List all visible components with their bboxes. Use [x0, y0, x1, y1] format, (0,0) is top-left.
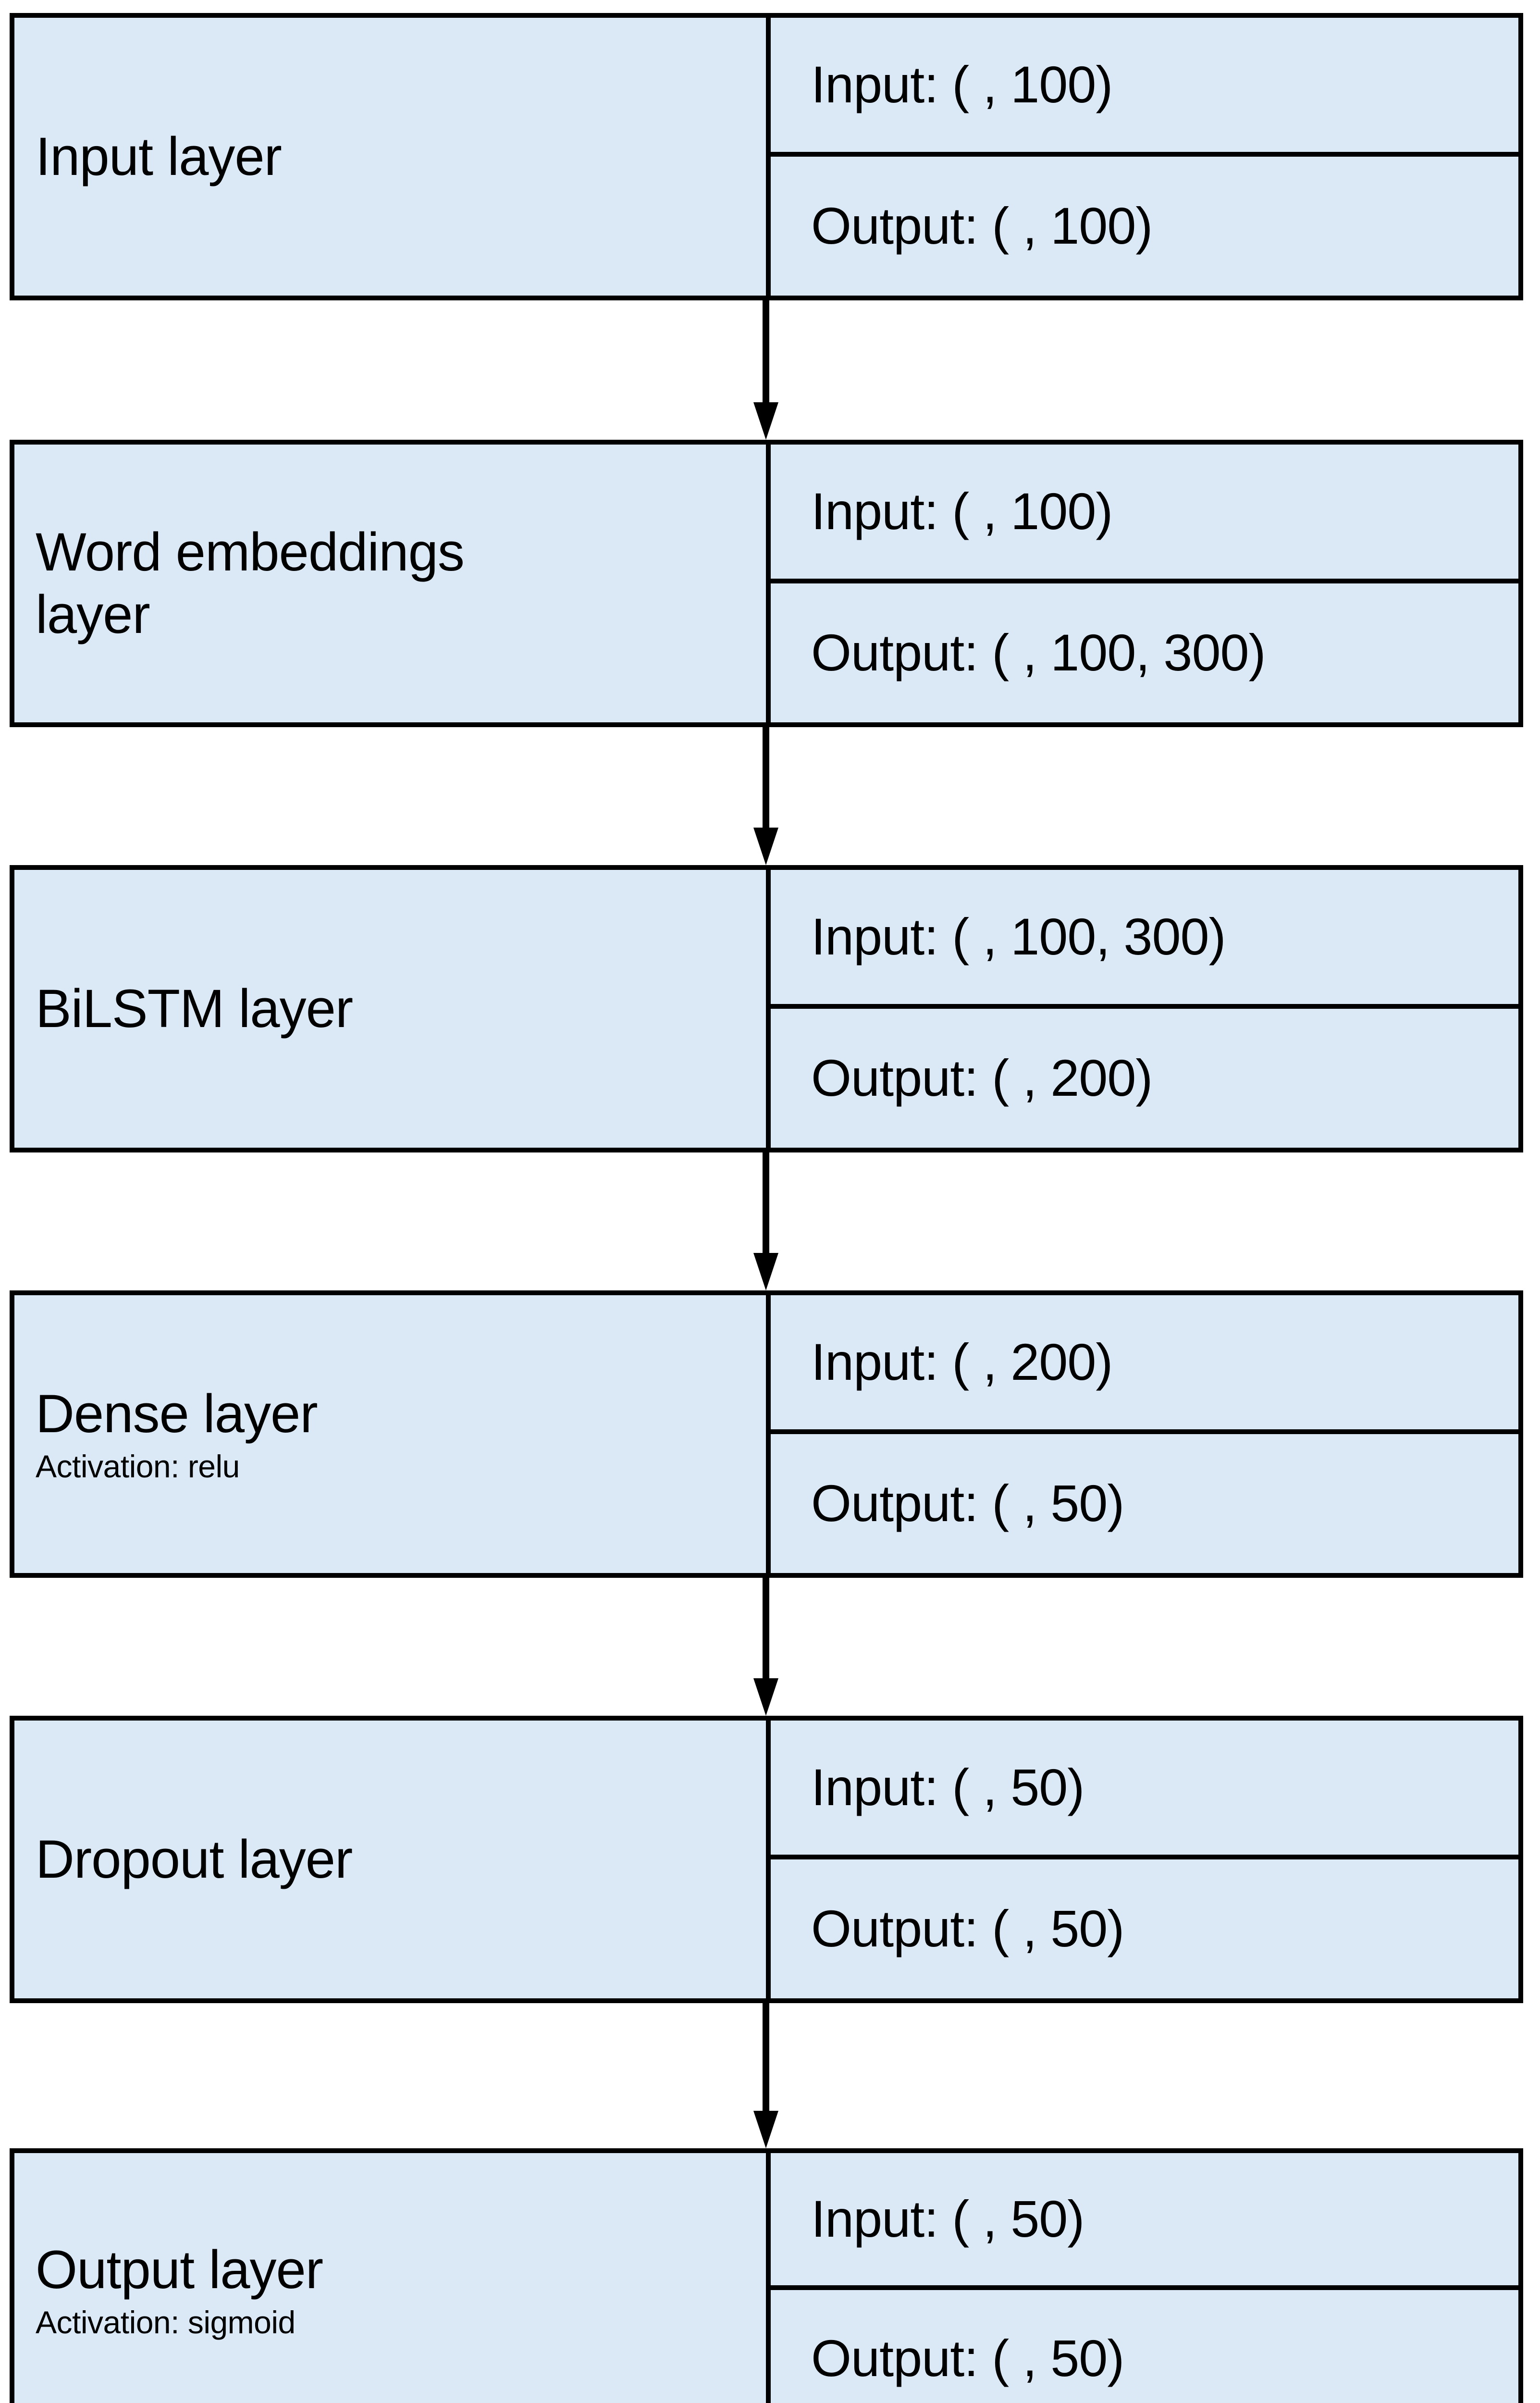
connector-input-layer-to-word-embeddings-layer: [753, 300, 778, 440]
output-shape-text: Output: ( , 50): [811, 2329, 1124, 2388]
layer-name-cell: Word embeddings layer: [14, 445, 771, 722]
connector-dense-layer-to-dropout-layer: [753, 1578, 778, 1716]
layer-shapes-cell: Input: ( , 200) Output: ( , 50): [771, 1295, 1518, 1573]
connector-dropout-layer-to-output-layer: [753, 2003, 778, 2148]
layer-shapes-cell: Input: ( , 100, 300) Output: ( , 200): [771, 870, 1518, 1148]
input-shape-text: Input: ( , 100): [811, 55, 1113, 114]
layer-block-bilstm-layer: BiLSTM layer Input: ( , 100, 300) Output: …: [10, 865, 1523, 1152]
layer-title: Output layer: [36, 2240, 323, 2300]
input-shape-text: Input: ( , 200): [811, 1333, 1113, 1391]
input-shape-text: Input: ( , 100, 300): [811, 907, 1226, 966]
output-shape-text: Output: ( , 50): [811, 1474, 1124, 1533]
layer-shapes-cell: Input: ( , 100) Output: ( , 100, 300): [771, 445, 1518, 722]
layer-title: BiLSTM layer: [36, 979, 353, 1039]
down-arrow-icon: [753, 300, 778, 440]
connector-bilstm-layer-to-dense-layer: [753, 1152, 778, 1290]
layer-shapes-cell: Input: ( , 100) Output: ( , 100): [771, 18, 1518, 296]
down-arrow-icon: [753, 1578, 778, 1716]
output-shape-text: Output: ( , 50): [811, 1899, 1124, 1958]
input-shape-text: Input: ( , 100): [811, 482, 1113, 541]
layer-activation-label: Activation: relu: [36, 1449, 240, 1485]
input-shape-row: Input: ( , 100): [771, 445, 1518, 583]
output-shape-text: Output: ( , 200): [811, 1049, 1153, 1107]
down-arrow-icon: [753, 727, 778, 865]
layer-title: Dropout layer: [36, 1829, 353, 1890]
output-shape-row: Output: ( , 50): [771, 1859, 1518, 1998]
connector-word-embeddings-layer-to-bilstm-layer: [753, 727, 778, 865]
input-shape-row: Input: ( , 200): [771, 1295, 1518, 1434]
layer-title: Word embeddings layer: [36, 522, 465, 644]
layer-block-word-embeddings-layer: Word embeddings layer Input: ( , 100) Outp…: [10, 440, 1523, 727]
input-shape-text: Input: ( , 50): [811, 1758, 1084, 1817]
input-shape-row: Input: ( , 100, 300): [771, 870, 1518, 1009]
layer-name-cell: Dropout layer: [14, 1721, 771, 1998]
down-arrow-icon: [753, 1152, 778, 1290]
layer-shapes-cell: Input: ( , 50) Output: ( , 50): [771, 1721, 1518, 1998]
output-shape-row: Output: ( , 200): [771, 1009, 1518, 1148]
down-arrow-icon: [753, 2003, 778, 2148]
output-shape-row: Output: ( , 50): [771, 2290, 1518, 2403]
input-shape-row: Input: ( , 50): [771, 1721, 1518, 1859]
layer-shapes-cell: Input: ( , 50) Output: ( , 50): [771, 2153, 1518, 2403]
input-shape-text: Input: ( , 50): [811, 2190, 1084, 2248]
layer-title: Dense layer: [36, 1384, 318, 1444]
output-shape-text: Output: ( , 100): [811, 197, 1153, 255]
layer-title: Input layer: [36, 126, 282, 187]
layer-block-input-layer: Input layer Input: ( , 100) Output: ( , 10…: [10, 13, 1523, 300]
layer-name-cell: Input layer: [14, 18, 771, 296]
output-shape-row: Output: ( , 50): [771, 1434, 1518, 1573]
layer-activation-label: Activation: sigmoid: [36, 2304, 296, 2341]
input-shape-row: Input: ( , 100): [771, 18, 1518, 157]
output-shape-row: Output: ( , 100, 300): [771, 583, 1518, 722]
layer-block-dropout-layer: Dropout layer Input: ( , 50) Output: ( , 5…: [10, 1716, 1523, 2003]
layer-name-cell: BiLSTM layer: [14, 870, 771, 1148]
input-shape-row: Input: ( , 50): [771, 2153, 1518, 2290]
output-shape-text: Output: ( , 100, 300): [811, 623, 1266, 682]
output-shape-row: Output: ( , 100): [771, 157, 1518, 296]
